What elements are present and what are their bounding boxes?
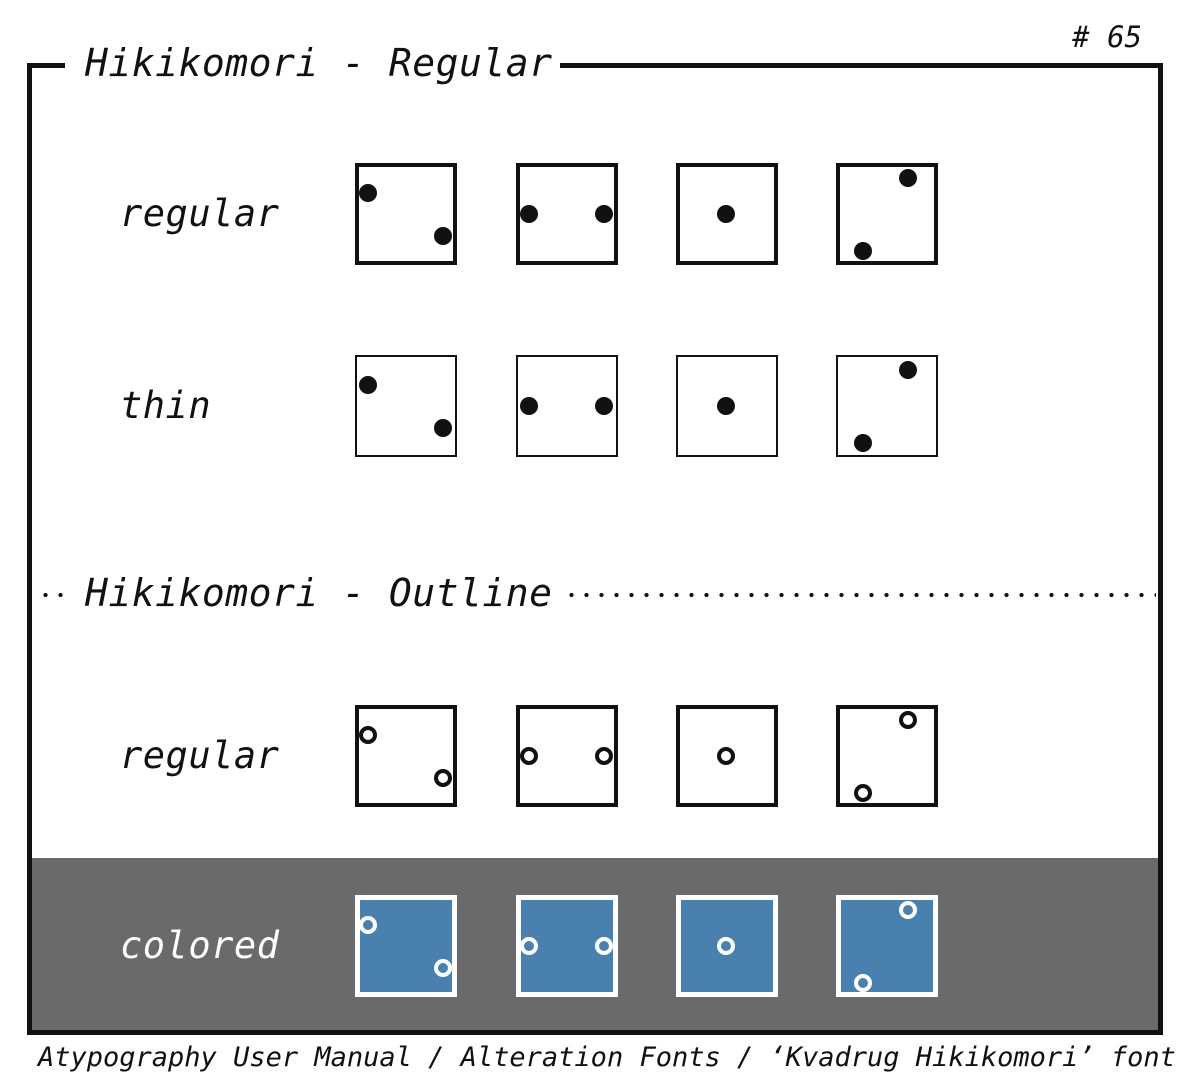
filled-dot-icon [434, 227, 452, 245]
row-label-regular: regular [120, 192, 280, 235]
glyph-colored-colored-pair-topright-bottomleft [836, 895, 938, 997]
filled-dot-icon [359, 184, 377, 202]
glyph-regular-single-center [676, 163, 778, 265]
filled-dot-icon [854, 242, 872, 260]
filled-dot-icon [434, 419, 452, 437]
glyph-regular-pair-topleft-bottomright [355, 705, 457, 807]
glyph-regular-single-center [676, 705, 778, 807]
filled-dot-icon [899, 361, 917, 379]
filled-dot-icon [854, 434, 872, 452]
glyph-colored-colored-pair-horizontal-middle [516, 895, 618, 997]
page-number: # 65 [1072, 20, 1142, 54]
glyph-colored-colored-pair-topleft-bottomright [355, 895, 457, 997]
glyph-thin-pair-topleft-bottomright [355, 355, 457, 457]
frame-top-border-left-segment [27, 63, 65, 68]
glyph-thin-pair-topright-bottomleft [836, 355, 938, 457]
row-label-colored: colored [120, 924, 280, 967]
outline-dot-icon [717, 937, 735, 955]
section-title-outline: Hikikomori - Outline [85, 571, 553, 615]
filled-dot-icon [595, 397, 613, 415]
footer-caption: Atypography User Manual / Alteration Fon… [38, 1042, 1176, 1073]
section-title-regular: Hikikomori - Regular [85, 41, 553, 85]
outline-dot-icon [899, 901, 917, 919]
outline-dot-icon [359, 916, 377, 934]
glyph-regular-pair-topright-bottomleft [836, 705, 938, 807]
frame-top-border-right-segment [560, 63, 1163, 68]
outline-dot-icon [520, 937, 538, 955]
glyph-thin-single-center [676, 355, 778, 457]
outline-dot-icon [595, 747, 613, 765]
outline-dot-icon [854, 784, 872, 802]
glyph-regular-pair-horizontal-middle [516, 705, 618, 807]
filled-dot-icon [359, 376, 377, 394]
filled-dot-icon [717, 205, 735, 223]
specimen-frame [27, 63, 1163, 1035]
filled-dot-icon [899, 169, 917, 187]
glyph-regular-pair-horizontal-middle [516, 163, 618, 265]
outline-dot-icon [359, 726, 377, 744]
glyph-colored-colored-single-center [676, 895, 778, 997]
row-label-regular: regular [120, 734, 280, 777]
outline-dot-icon [434, 959, 452, 977]
row-label-thin: thin [120, 384, 212, 427]
divider-dots-right-icon [564, 592, 1156, 598]
divider-dots-left-icon [38, 592, 70, 598]
glyph-thin-pair-horizontal-middle [516, 355, 618, 457]
filled-dot-icon [520, 205, 538, 223]
filled-dot-icon [717, 397, 735, 415]
glyph-regular-pair-topleft-bottomright [355, 163, 457, 265]
outline-dot-icon [520, 747, 538, 765]
outline-dot-icon [717, 747, 735, 765]
outline-dot-icon [595, 937, 613, 955]
outline-dot-icon [899, 711, 917, 729]
glyph-regular-pair-topright-bottomleft [836, 163, 938, 265]
outline-dot-icon [434, 769, 452, 787]
filled-dot-icon [595, 205, 613, 223]
outline-dot-icon [854, 974, 872, 992]
filled-dot-icon [520, 397, 538, 415]
